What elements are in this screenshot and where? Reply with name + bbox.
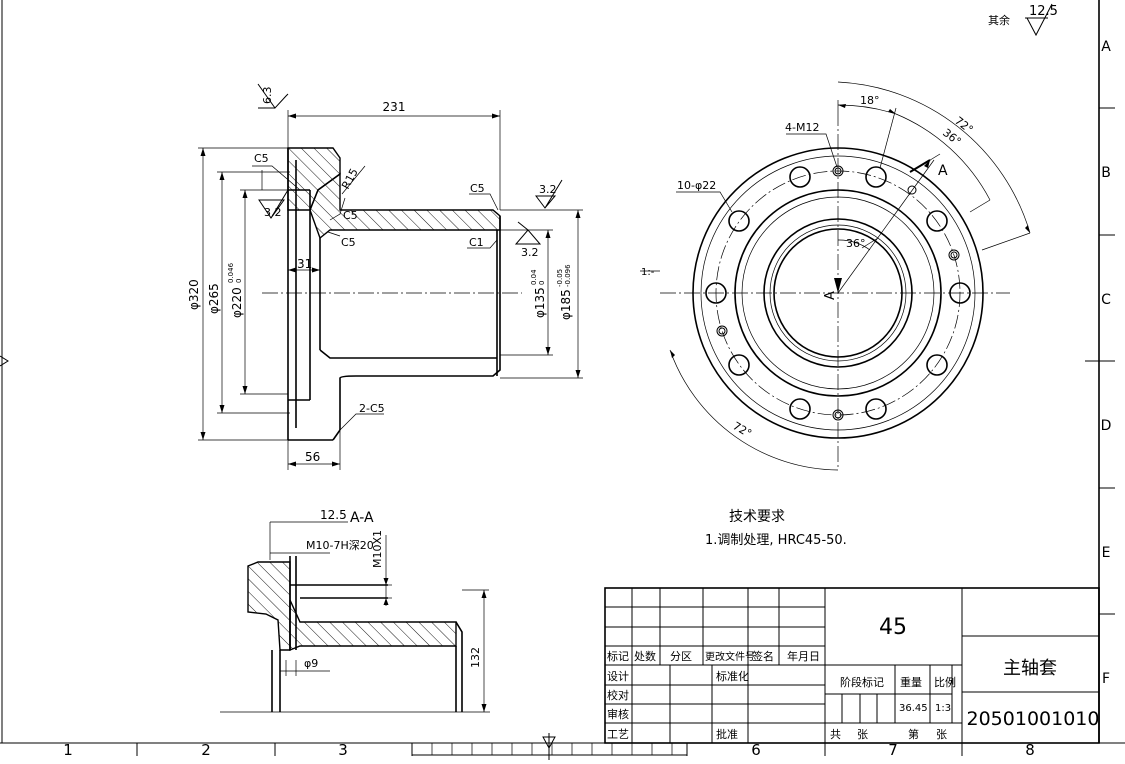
dim-d185-tol-lo: -0.096 [564,264,572,287]
stage-mark-label: 阶段标记 [840,675,884,689]
row-label-d: D [1101,418,1112,434]
col-label-7: 7 [888,741,898,759]
row-label-c: C [1101,292,1111,308]
dim-d185-tol-up: -0.05 [556,269,564,287]
total-sheets-unit: 张 [857,728,868,741]
dim-roughness-right-top: 3.2 [539,183,557,196]
scale-value: 1:3 [935,703,951,714]
dim-chamfer-c5-d: C5 [470,182,485,195]
dim-d320: φ320 [187,279,201,310]
dim-d185: φ185 [559,289,573,320]
section-mark-a-center: A [823,291,838,300]
detail-section-a-a: 12.5 A-A M10-7H深20 M10X1 φ9 132 [220,508,490,713]
col-label-8: 8 [1025,741,1035,759]
row-check: 校对 [607,688,629,702]
angle-36-inner: 36° [846,237,866,250]
row-process: 工艺 [607,728,629,741]
roughness-label: 其余 [988,13,1010,27]
roughness-symbol-icon [1025,3,1053,37]
row-label-e: E [1102,545,1111,561]
dim-radius-r15: R15 [339,166,361,191]
sheet-no-label: 第 [908,727,919,741]
col-label-1: 1 [63,741,73,759]
general-roughness-note: 其余 12.5 [988,3,1058,37]
label-standardization: 标准化 [716,669,749,683]
row-design: 设计 [607,670,629,683]
detail-wall-section [289,599,457,652]
rev-header-mark: 标记 [607,649,629,663]
roughness-symbol-inner-icon [514,221,542,245]
col-label-3: 3 [338,741,348,759]
rev-header-date: 年月日 [787,649,820,663]
title-block: 标记 处数 分区 更改文件号 签名 年月日 设计 校对 审核 工艺 标准化 批准… [604,587,1100,744]
scale-label: 比例 [934,675,956,689]
label-approve: 批准 [716,727,738,741]
rev-header-zone: 分区 [670,650,692,663]
angle-18: 18° [860,94,880,107]
dim-d135-tol-up: 0.04 [530,269,538,285]
row-label-b: B [1101,165,1111,181]
roughness-symbol-left-icon [258,189,289,219]
weight-label: 重量 [900,675,922,689]
wall-top-section [309,172,501,240]
end-view-scale-label: 1:- [641,267,655,278]
dim-d135: φ135 [533,287,547,318]
row-label-a: A [1101,39,1111,55]
end-view: 18° 72° 36° 36° 72° 4-M12 10-φ22 A A 1:- [640,81,1031,471]
detail-thread-note: M10-7H深20 [306,539,374,552]
bolt-holes-22 [705,166,971,420]
dim-chamfer-c5-b: C5 [343,209,358,222]
roughness-value: 12.5 [1029,4,1058,19]
dim-roughness-top: 6.3 [261,87,274,105]
side-centering-mark-icon [0,355,9,367]
dim-d220-tol-up: 0.046 [227,262,235,283]
detail-dim-132: 132 [469,647,482,668]
dim-length-231: 231 [383,100,406,114]
roughness-symbol-right-icon [535,179,563,209]
threaded-holes-m12 [716,165,960,421]
total-sheets-label: 共 [830,728,841,741]
detail-flange-section [247,561,291,651]
rev-header-sign: 签名 [752,649,774,663]
row-review: 审核 [607,707,629,721]
drawing-number: 20501001010 [967,708,1100,730]
dim-width-31: 31 [297,257,312,271]
sheet-no-unit: 张 [936,728,947,741]
dim-d220: φ220 [230,287,244,318]
weight-value: 36.45 [899,703,928,714]
dim-d220-tol-lo: 0 [235,279,243,283]
dim-roughness-left: 3.2 [264,206,282,219]
label-10-d22: 10-φ22 [677,179,716,192]
dim-d135-tol-lo: 0 [538,281,546,285]
dim-roughness-right-in: 3.2 [521,246,539,259]
rev-header-doc: 更改文件号 [705,650,755,663]
material-value: 45 [879,615,907,640]
dim-chamfer-c1: C1 [469,236,484,249]
detail-thread-side: M10X1 [371,530,384,568]
dim-width-56: 56 [305,450,320,464]
part-name: 主轴套 [1003,658,1057,679]
tech-req-line1: 1.调制处理, HRC45-50. [705,533,847,548]
detail-title-a-a: A-A [350,510,374,526]
dim-chamfer-c5-c: C5 [341,236,356,249]
col-label-2: 2 [201,741,211,759]
detail-d9: φ9 [304,657,318,670]
dim-d265: φ265 [207,283,221,314]
row-label-f: F [1102,671,1110,687]
section-view: 6.3 231 C5 R15 C5 C5 C5 C1 3.2 3.2 3.2 φ… [187,83,583,470]
roughness-symbol-top-icon [257,83,289,109]
rev-header-count: 处数 [634,650,656,663]
dim-two-c5: 2-C5 [359,402,385,415]
tech-req-heading: 技术要求 [729,509,785,525]
section-mark-a-top: A [938,163,948,179]
col-label-6: 6 [751,741,761,759]
label-4-m12: 4-M12 [785,121,819,134]
dim-chamfer-c5-a: C5 [254,152,269,165]
angle-72-bottom: 72° [731,419,754,440]
technical-requirements: 技术要求 1.调制处理, HRC45-50. [705,509,847,548]
detail-roughness-value: 12.5 [320,508,347,522]
